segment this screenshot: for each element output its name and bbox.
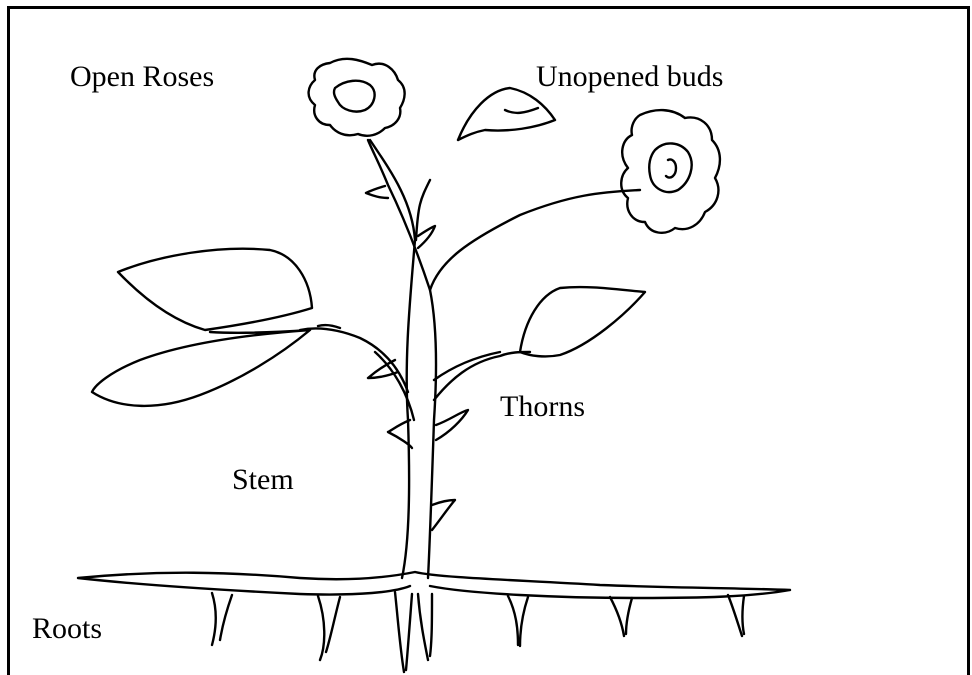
unopened-bud — [621, 110, 720, 233]
label-unopened-buds: Unopened buds — [536, 62, 723, 92]
root-6 — [610, 597, 632, 636]
main-stem — [370, 140, 640, 578]
label-thorns: Thorns — [500, 392, 585, 422]
leaf-top — [458, 88, 555, 140]
root-7 — [728, 595, 744, 636]
root-2 — [318, 596, 340, 660]
root-5 — [508, 596, 528, 646]
left-branch — [300, 328, 414, 420]
ground-line — [78, 572, 790, 598]
leaf-right — [520, 287, 645, 356]
label-roots: Roots — [32, 614, 102, 644]
thorn-4 — [368, 360, 398, 378]
root-1 — [212, 593, 232, 645]
upper-stem — [368, 140, 430, 290]
leaf-upper-left — [118, 249, 312, 330]
root-3 — [395, 592, 412, 672]
open-rose — [309, 59, 405, 136]
thorn-5 — [418, 226, 435, 248]
leaf-large-left — [92, 330, 310, 406]
root-4 — [418, 594, 432, 660]
thorn-3 — [432, 500, 455, 530]
label-stem: Stem — [232, 465, 294, 495]
label-open-roses: Open Roses — [70, 62, 214, 92]
thorn-2 — [436, 410, 468, 440]
thorn-6 — [366, 186, 388, 198]
